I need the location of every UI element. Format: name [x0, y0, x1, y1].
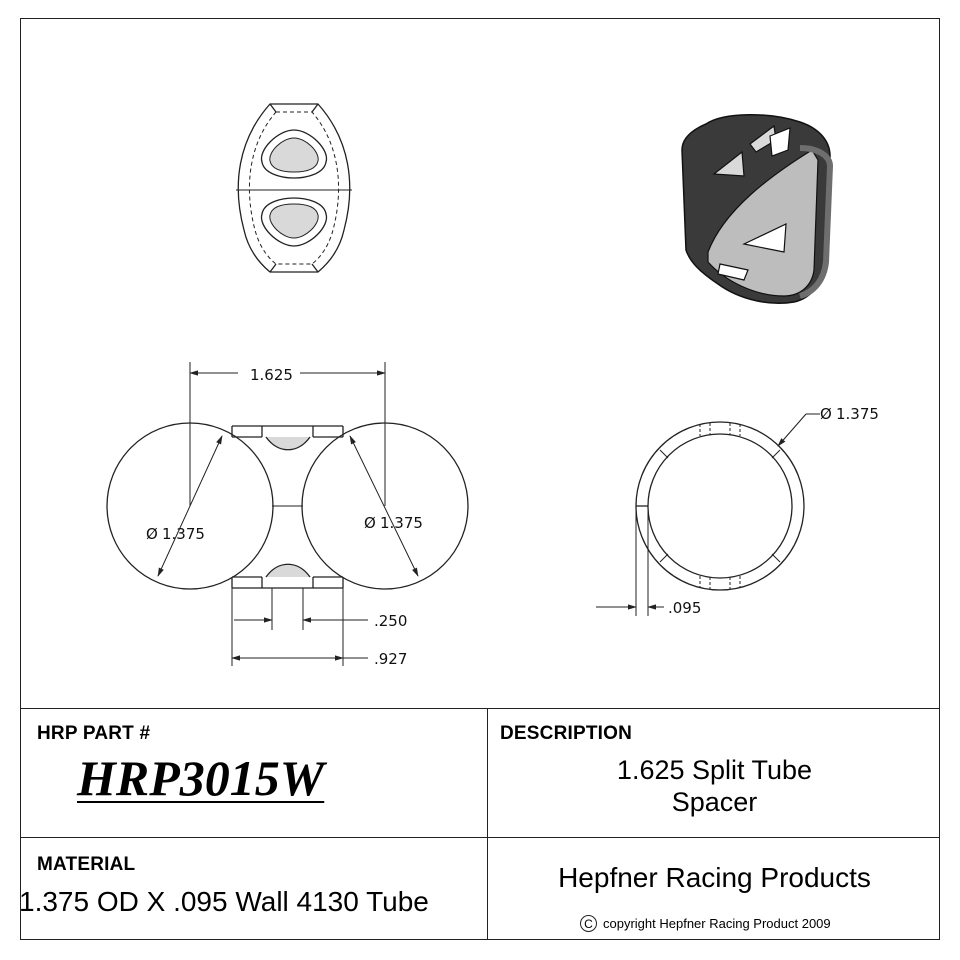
front-view	[106, 422, 469, 590]
description-line-2: Spacer	[671, 787, 758, 817]
description-header: DESCRIPTION	[500, 723, 633, 744]
dim-left-diameter: 1.375	[162, 525, 205, 543]
dim-right-diameter: 1.375	[380, 514, 423, 532]
diameter-symbol-left: Ø	[146, 525, 158, 543]
dim-overall-width: .927	[374, 650, 407, 668]
isometric-view	[681, 114, 834, 304]
ring-view	[635, 421, 805, 591]
part-number-header: HRP PART #	[37, 723, 151, 744]
dim-ring-diameter: 1.375	[836, 405, 879, 423]
title-block: HRP PART # HRP3015W DESCRIPTION 1.625 Sp…	[19, 708, 940, 940]
company-name: Hepfner Racing Products	[558, 862, 871, 893]
material-header: MATERIAL	[37, 854, 136, 875]
part-number-cell: HRP PART # HRP3015W	[20, 708, 488, 838]
copyright-icon: C	[580, 915, 597, 932]
dim-center-distance: 1.625	[250, 366, 293, 384]
diameter-symbol-right: Ø	[364, 514, 376, 532]
part-number: HRP3015W	[77, 750, 325, 806]
copyright-line: C copyright Hepfner Racing Product 2009	[580, 915, 831, 932]
technical-drawing: 1.625 Ø 1.375 Ø 1.375 .250 .927 Ø 1.375 …	[106, 103, 879, 668]
dim-slot-width: .250	[374, 612, 407, 630]
company-cell: Hepfner Racing Products C copyright Hepf…	[487, 837, 940, 940]
copyright-text: copyright Hepfner Racing Product 2009	[603, 916, 831, 931]
description-line-1: 1.625 Split Tube	[616, 755, 813, 785]
diameter-symbol-ring: Ø	[820, 405, 832, 423]
ring-dimensions	[596, 413, 820, 616]
dim-wall-thickness: .095	[668, 599, 701, 617]
material-cell: MATERIAL 1.375 OD X .095 Wall 4130 Tube	[19, 837, 488, 940]
material-value: 1.375 OD X .095 Wall 4130 Tube	[19, 886, 429, 917]
description-cell: DESCRIPTION 1.625 Split Tube Spacer	[487, 708, 940, 838]
top-view	[236, 103, 352, 273]
front-view-dimensions	[157, 362, 419, 666]
